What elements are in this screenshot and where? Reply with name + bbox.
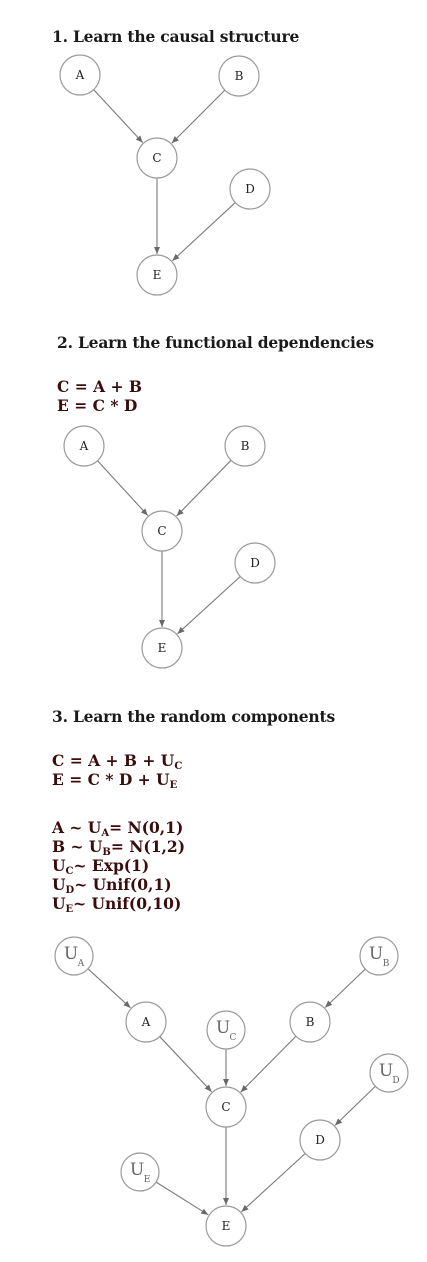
node-D: D xyxy=(234,542,276,584)
svg-text:C: C xyxy=(157,524,166,538)
edge-D-E xyxy=(177,576,241,635)
node-C: C xyxy=(136,137,178,179)
node-E: E xyxy=(136,254,178,296)
edge-UD-D xyxy=(334,1085,376,1126)
edge-A-C xyxy=(159,1036,213,1093)
edge-D-E xyxy=(241,1153,306,1213)
distribution-line-0: A ~ UA= N(0,1) xyxy=(52,818,184,839)
svg-text:E: E xyxy=(153,268,162,282)
node-B: B xyxy=(289,1001,331,1043)
node-E: E xyxy=(205,1205,247,1247)
svg-text:B: B xyxy=(306,1015,315,1029)
svg-text:A: A xyxy=(79,439,89,453)
svg-text:D: D xyxy=(245,182,255,196)
equation-line-0: C = A + B + UC xyxy=(52,751,183,772)
node-B: B xyxy=(224,425,266,467)
node-E: E xyxy=(141,627,183,669)
distribution-line-2: UC~ Exp(1) xyxy=(52,856,150,877)
svg-text:B: B xyxy=(383,959,390,969)
svg-text:E: E xyxy=(158,641,167,655)
edge-UA-A xyxy=(87,968,131,1009)
edge-A-C xyxy=(97,460,149,516)
svg-text:B: B xyxy=(241,439,250,453)
svg-text:U: U xyxy=(64,944,78,964)
svg-text:U: U xyxy=(216,1018,230,1038)
node-C: C xyxy=(141,510,183,552)
svg-text:D: D xyxy=(315,1133,325,1147)
edge-D-E xyxy=(172,202,236,262)
causal-graph-2: A B C D E xyxy=(63,425,276,669)
equation-e: E = C * D xyxy=(57,396,138,415)
svg-text:C: C xyxy=(152,151,161,165)
svg-text:E: E xyxy=(222,1219,231,1233)
svg-text:U: U xyxy=(369,944,383,964)
edge-UE-E xyxy=(155,1181,209,1216)
node-A: A xyxy=(125,1001,167,1043)
svg-text:U: U xyxy=(130,1160,144,1180)
svg-text:D: D xyxy=(250,556,260,570)
svg-text:A: A xyxy=(77,959,85,969)
edge-UB-B xyxy=(324,968,366,1008)
distribution-line-1: B ~ UB= N(1,2) xyxy=(52,837,186,858)
section-2-title: 2. Learn the functional dependencies xyxy=(57,333,374,352)
distribution-line-4: UE~ Unif(0,10) xyxy=(52,894,182,915)
node-C: C xyxy=(205,1086,247,1128)
node-A: A xyxy=(63,425,105,467)
equation-line-1: E = C * D + UE xyxy=(52,770,178,791)
svg-text:C: C xyxy=(221,1100,230,1114)
node-B: B xyxy=(218,55,260,97)
edge-B-C xyxy=(240,1035,297,1093)
node-D: D xyxy=(229,168,271,210)
svg-text:E: E xyxy=(144,1175,151,1185)
edge-B-C xyxy=(176,459,232,517)
node-A: A xyxy=(59,54,101,96)
causal-graph-1: A B C D E xyxy=(59,54,271,296)
equation-c: C = A + B xyxy=(57,377,143,396)
node-D: D xyxy=(299,1119,341,1161)
svg-text:B: B xyxy=(235,69,244,83)
section-3-title: 3. Learn the random components xyxy=(52,707,335,726)
svg-text:C: C xyxy=(230,1033,237,1043)
edge-B-C xyxy=(171,89,226,144)
section-1-title: 1. Learn the causal structure xyxy=(52,27,300,46)
edge-A-C xyxy=(93,89,144,143)
distribution-line-3: UD~ Unif(0,1) xyxy=(52,875,172,896)
svg-text:A: A xyxy=(75,68,85,82)
svg-text:U: U xyxy=(379,1061,393,1081)
svg-text:D: D xyxy=(392,1076,399,1086)
svg-text:A: A xyxy=(141,1015,151,1029)
